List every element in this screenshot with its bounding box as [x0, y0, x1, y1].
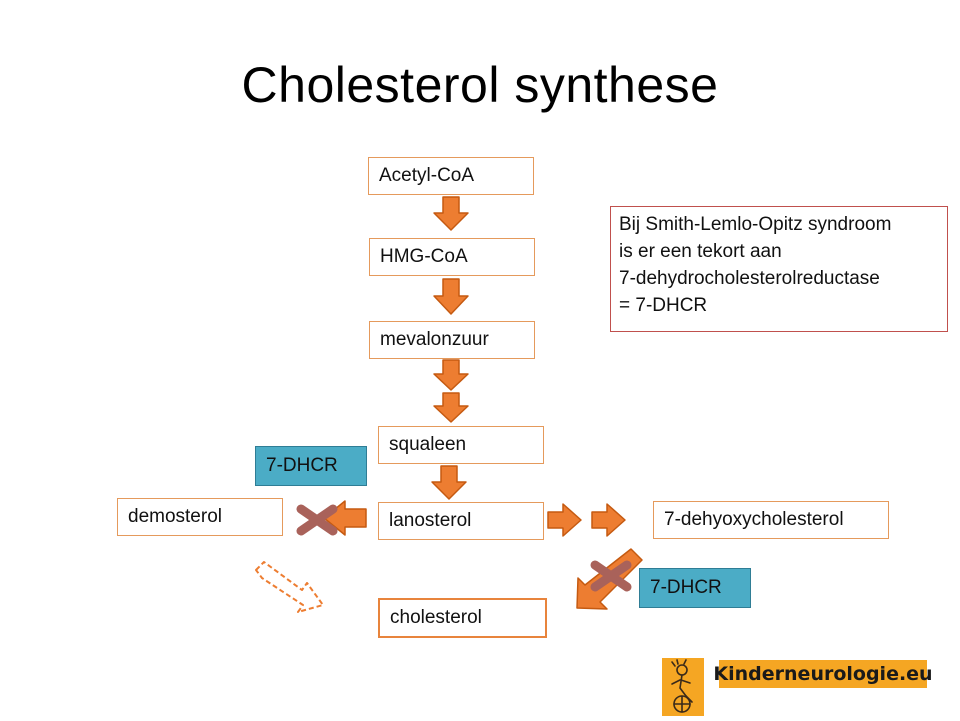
logo-text: Kinderneurologie.eu	[713, 660, 933, 688]
enzyme-label-left: 7-DHCR	[255, 446, 367, 486]
node-acetyl-coa: Acetyl-CoA	[368, 157, 534, 195]
arrow-down-icon	[433, 278, 469, 315]
node-squaleen: squaleen	[378, 426, 544, 464]
info-note-line: Bij Smith-Lemlo-Opitz syndroom	[619, 214, 892, 235]
node-cholesterol: cholesterol	[378, 598, 547, 638]
arrow-right-icon	[591, 503, 626, 537]
info-note-line: is er een tekort aan	[619, 241, 782, 262]
info-note-line: 7-dehydrocholesterolreductase	[619, 268, 880, 289]
arrow-down-icon	[431, 465, 467, 500]
arrow-down-icon	[433, 392, 469, 423]
node-lanosterol: lanosterol	[378, 502, 544, 540]
page-title: Cholesterol synthese	[241, 57, 719, 113]
blocked-cross-left-icon	[296, 504, 338, 536]
node-7-dehyoxycholesterol: 7-dehyoxycholesterol	[653, 501, 889, 539]
info-note: Bij Smith-Lemlo-Opitz syndroom is er een…	[610, 206, 948, 332]
enzyme-label-right: 7-DHCR	[639, 568, 751, 608]
arrow-right-icon	[547, 503, 582, 537]
dashed-arrow-icon	[255, 561, 324, 613]
node-hmg-coa: HMG-CoA	[369, 238, 535, 276]
blocked-cross-right-icon	[590, 560, 632, 592]
info-note-line: = 7-DHCR	[619, 295, 708, 316]
arrow-down-icon	[433, 359, 469, 391]
logo-figure-icon	[662, 658, 704, 716]
arrow-down-icon	[433, 196, 469, 231]
node-demosterol: demosterol	[117, 498, 283, 536]
node-mevalonzuur: mevalonzuur	[369, 321, 535, 359]
